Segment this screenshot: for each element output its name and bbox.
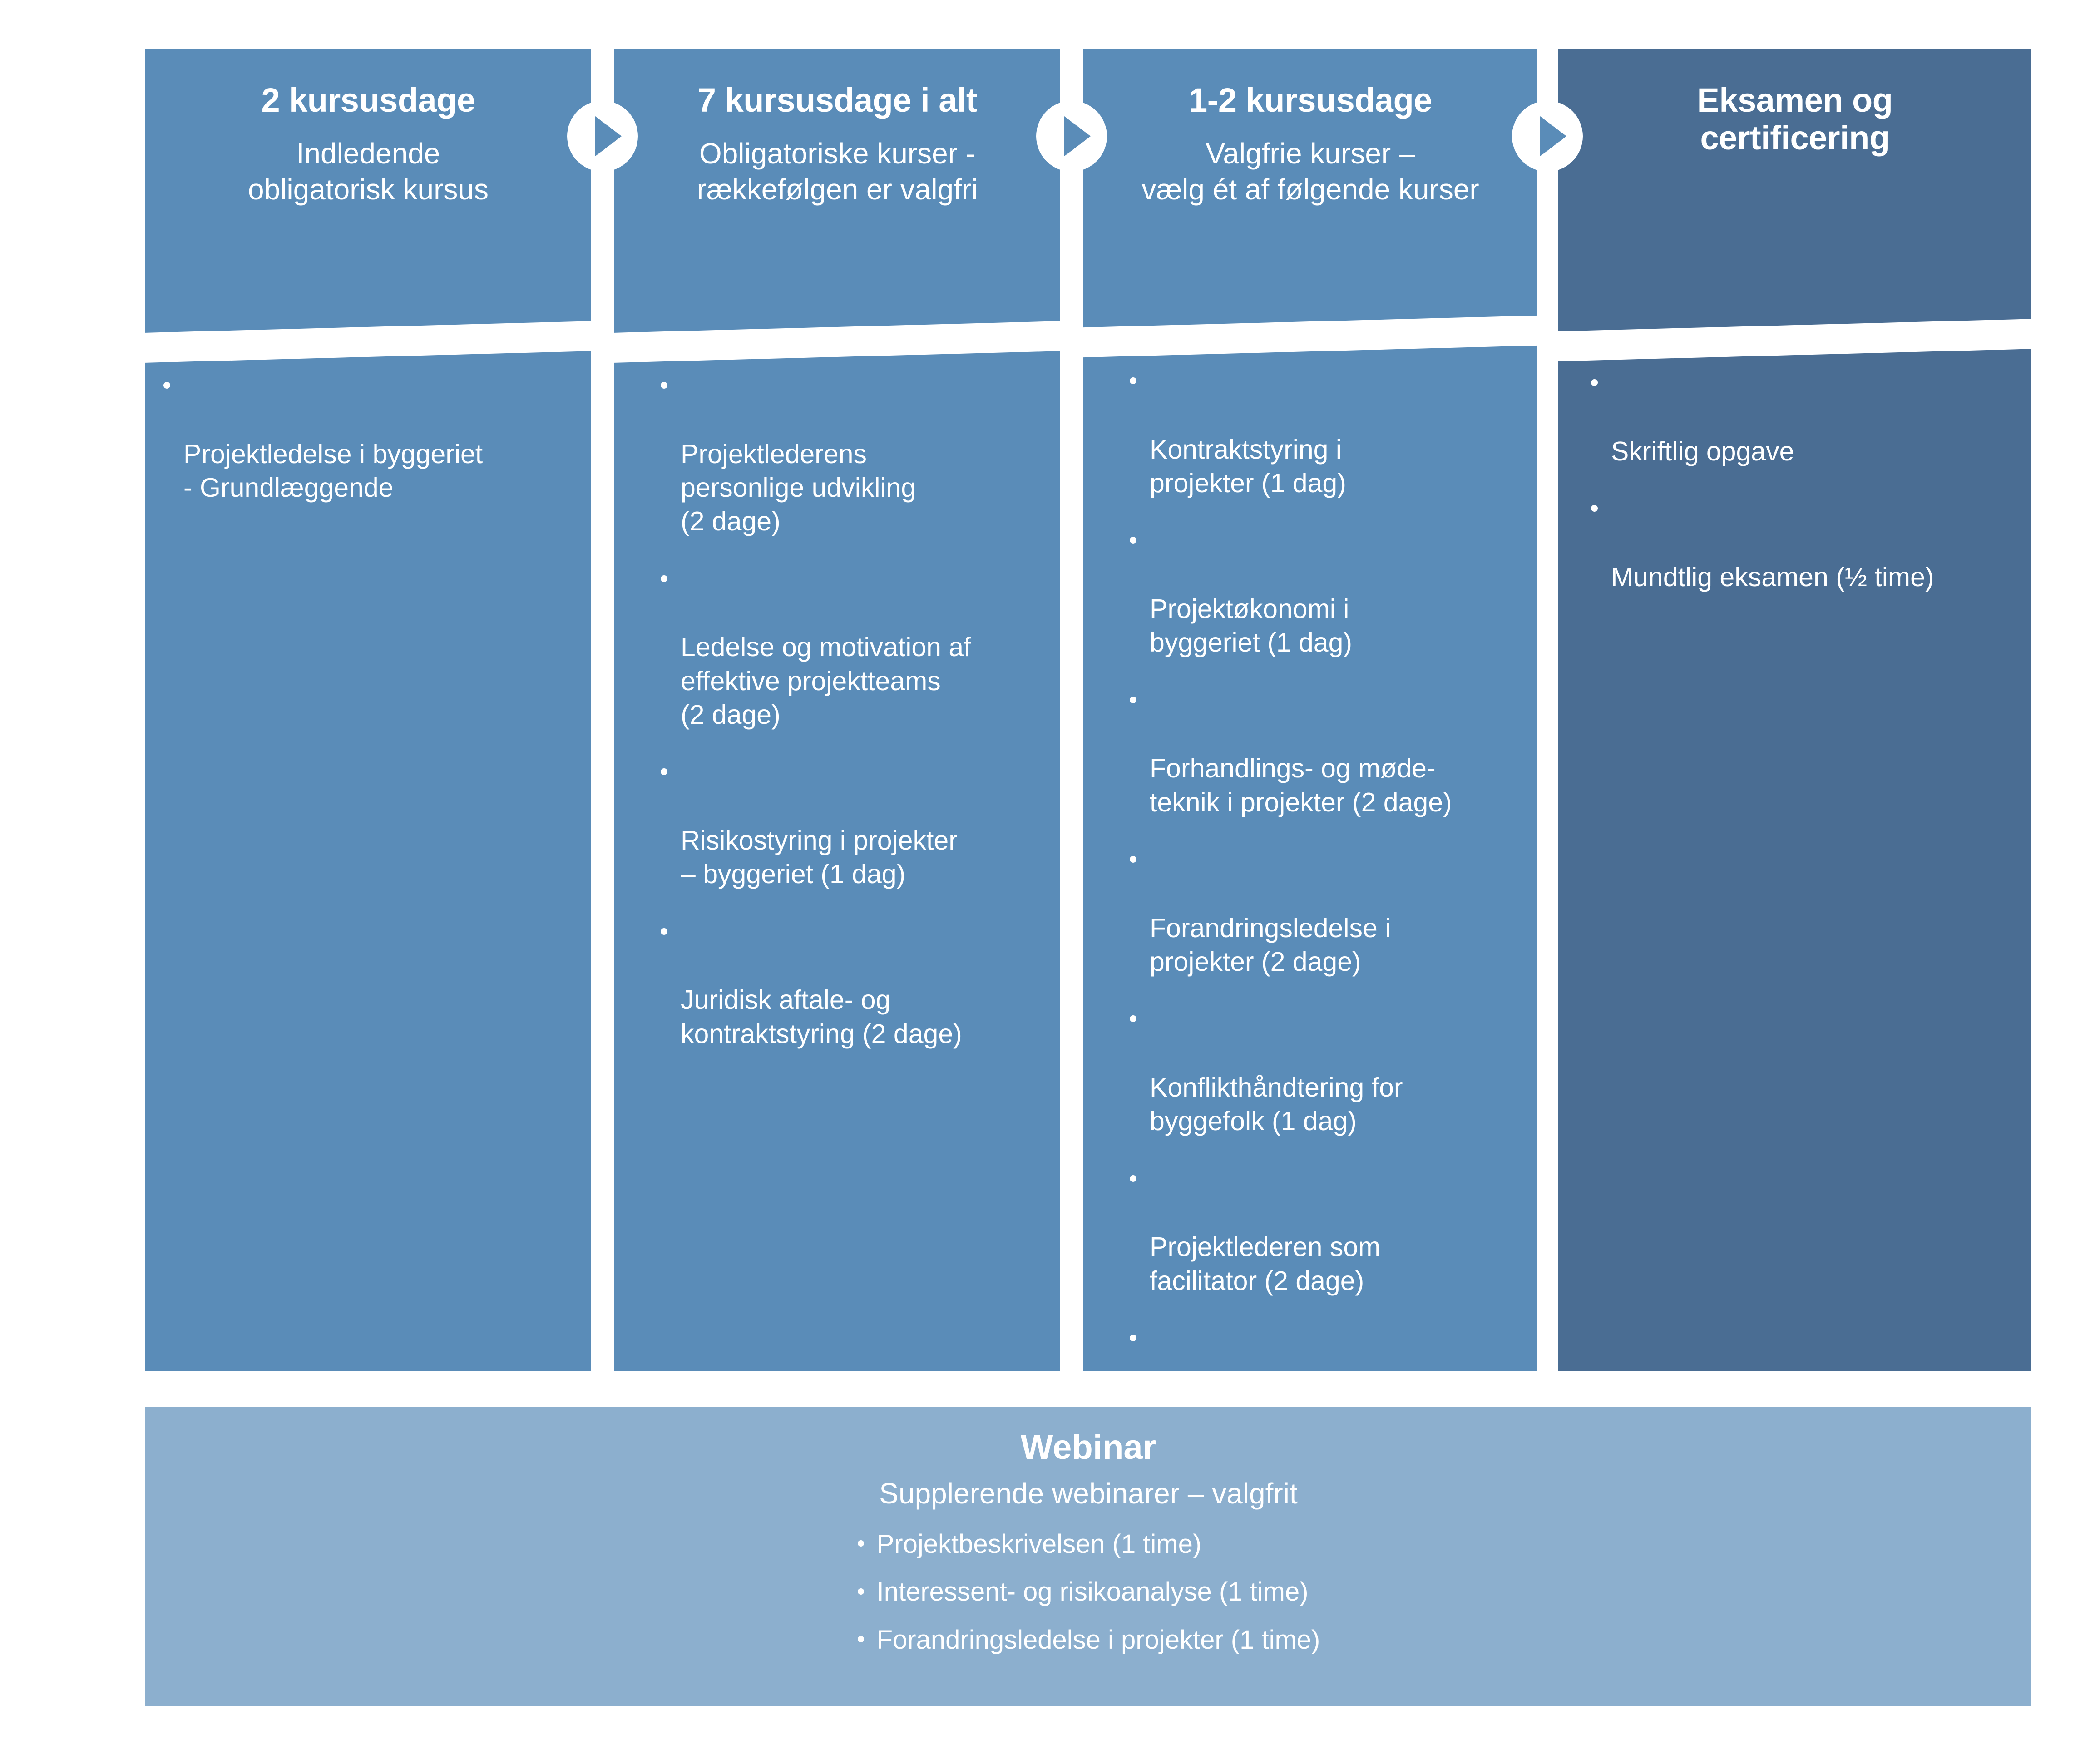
bullet-icon xyxy=(1130,1015,1136,1023)
list-item: Forandringsledelse i projekter (1 time) xyxy=(857,1624,1320,1656)
bullet-icon xyxy=(1591,379,1598,386)
play-arrow-icon xyxy=(595,116,622,156)
column-body: Kontraktstyring i projekter (1 dag) Proj… xyxy=(1083,365,1537,1371)
column-subtitle: Indledende obligatorisk kursus xyxy=(248,137,489,206)
list-item: Risikostyring i projekter – byggeriet (1… xyxy=(660,756,1051,891)
column-background xyxy=(145,49,591,1371)
list-item: Juridisk aftale- og kontraktstyring (2 d… xyxy=(660,916,1051,1051)
column-background xyxy=(1558,49,2031,1371)
bullet-icon xyxy=(661,928,667,935)
course-list: Projektlederens personlige udvikling (2 … xyxy=(660,370,1051,1051)
list-item-label: Mundtlig eksamen (½ time) xyxy=(1611,562,1934,592)
course-list: Kontraktstyring i projekter (1 dag) Proj… xyxy=(1129,365,1531,1371)
column-body: Projektledelse i byggeriet - Grundlæggen… xyxy=(145,370,591,504)
list-item: Grafisk facilitering for projektledere (… xyxy=(1129,1322,1531,1371)
bullet-icon xyxy=(661,382,667,389)
list-item-label: Forhandlings- og møde- teknik i projekte… xyxy=(1150,753,1452,817)
list-item: Ledelse og motivation af effektive proje… xyxy=(660,563,1051,732)
list-item: Projektlederens personlige udvikling (2 … xyxy=(660,370,1051,539)
list-item: Kontraktstyring i projekter (1 dag) xyxy=(1129,365,1531,500)
column-background xyxy=(1083,49,1537,1371)
list-item-label: Interessent- og risikoanalyse (1 time) xyxy=(876,1577,1309,1607)
list-item: Projektledelse i byggeriet - Grundlæggen… xyxy=(163,370,580,504)
list-item-label: Projektbeskrivelsen (1 time) xyxy=(876,1529,1202,1559)
list-item-label: Forandringsledelse i projekter (1 time) xyxy=(876,1625,1320,1655)
webinar-title: Webinar xyxy=(1020,1428,1156,1467)
exam-list: Skriftlig opgave Mundtlig eksamen (½ tim… xyxy=(1590,367,2022,594)
bullet-icon xyxy=(1130,856,1136,863)
column-title: 1-2 kursusdage xyxy=(1189,81,1432,119)
play-arrow-icon xyxy=(1064,116,1091,156)
column-title: 7 kursusdage i alt xyxy=(697,81,978,119)
webinar-list: Projektbeskrivelsen (1 time) Interessent… xyxy=(857,1528,1320,1656)
list-item-label: Skriftlig opgave xyxy=(1611,436,1794,466)
stage-column-exam: Eksamen og certificering Skriftlig opgav… xyxy=(1558,49,2031,1371)
bullet-icon xyxy=(1130,377,1136,385)
column-header: 7 kursusdage i alt Obligatoriske kurser … xyxy=(614,81,1060,207)
list-item: Interessent- og risikoanalyse (1 time) xyxy=(857,1576,1320,1608)
list-item-label: Juridisk aftale- og kontraktstyring (2 d… xyxy=(681,985,962,1049)
bullet-icon xyxy=(1130,537,1136,544)
list-item-label: Risikostyring i projekter – byggeriet (1… xyxy=(681,825,958,890)
list-item: Projektbeskrivelsen (1 time) xyxy=(857,1528,1320,1560)
bullet-icon xyxy=(1130,696,1136,703)
bullet-icon xyxy=(661,768,667,776)
bullet-icon xyxy=(857,1540,864,1547)
column-body: Skriftlig opgave Mundtlig eksamen (½ tim… xyxy=(1558,367,2031,594)
list-item: Forandringsledelse i projekter (2 dage) xyxy=(1129,844,1531,979)
stage-column-elective: 1-2 kursusdage Valgfrie kurser – vælg ét… xyxy=(1083,49,1537,1371)
bullet-icon xyxy=(1130,1175,1136,1182)
list-item: Forhandlings- og møde- teknik i projekte… xyxy=(1129,684,1531,819)
column-header: Eksamen og certificering xyxy=(1558,81,2031,173)
stage-column-mandatory: 7 kursusdage i alt Obligatoriske kurser … xyxy=(614,49,1060,1371)
bullet-icon xyxy=(857,1588,864,1595)
bullet-icon xyxy=(1591,505,1598,512)
list-item-label: Ledelse og motivation af effektive proje… xyxy=(681,632,971,730)
column-subtitle: Obligatoriske kurser - rækkefølgen er va… xyxy=(697,137,978,206)
list-item-label: Forandringsledelse i projekter (2 dage) xyxy=(1150,913,1391,977)
arrow-connector-2 xyxy=(1036,74,1107,198)
list-item: Projektøkonomi i byggeriet (1 dag) xyxy=(1129,524,1531,659)
list-item: Projektlederen som facilitator (2 dage) xyxy=(1129,1163,1531,1298)
column-title: Eksamen og certificering xyxy=(1697,81,1893,157)
bullet-icon xyxy=(661,575,667,582)
arrow-connector-3 xyxy=(1512,74,1583,198)
list-item-label: Projektledelse i byggeriet - Grundlæggen… xyxy=(183,439,483,503)
webinar-panel: Webinar Supplerende webinarer – valgfrit… xyxy=(145,1407,2031,1706)
column-header: 1-2 kursusdage Valgfrie kurser – vælg ét… xyxy=(1083,81,1537,207)
list-item: Konflikthåndtering for byggefolk (1 dag) xyxy=(1129,1003,1531,1138)
column-title: 2 kursusdage xyxy=(261,81,475,119)
list-item-label: Projektlederen som facilitator (2 dage) xyxy=(1150,1232,1381,1296)
column-background xyxy=(614,49,1060,1371)
arrow-connector-1 xyxy=(567,74,638,198)
bullet-icon xyxy=(163,382,170,389)
list-item: Mundtlig eksamen (½ time) xyxy=(1590,493,2022,594)
column-subtitle: Valgfrie kurser – vælg ét af følgende ku… xyxy=(1141,137,1479,206)
column-body: Projektlederens personlige udvikling (2 … xyxy=(614,370,1060,1051)
bullet-icon xyxy=(1130,1335,1136,1341)
stage-column-initial: 2 kursusdage Indledende obligatorisk kur… xyxy=(145,49,591,1371)
list-item-label: Projektøkonomi i byggeriet (1 dag) xyxy=(1150,593,1353,658)
list-item-label: Kontraktstyring i projekter (1 dag) xyxy=(1150,434,1346,498)
column-header: 2 kursusdage Indledende obligatorisk kur… xyxy=(145,81,591,207)
webinar-subtitle: Supplerende webinarer – valgfrit xyxy=(879,1477,1298,1510)
play-arrow-icon xyxy=(1540,116,1566,156)
list-item: Skriftlig opgave xyxy=(1590,367,2022,468)
course-list: Projektledelse i byggeriet - Grundlæggen… xyxy=(163,370,580,504)
list-item-label: Konflikthåndtering for byggefolk (1 dag) xyxy=(1150,1072,1403,1137)
list-item-label: Projektlederens personlige udvikling (2 … xyxy=(681,439,916,537)
bullet-icon xyxy=(857,1636,864,1643)
